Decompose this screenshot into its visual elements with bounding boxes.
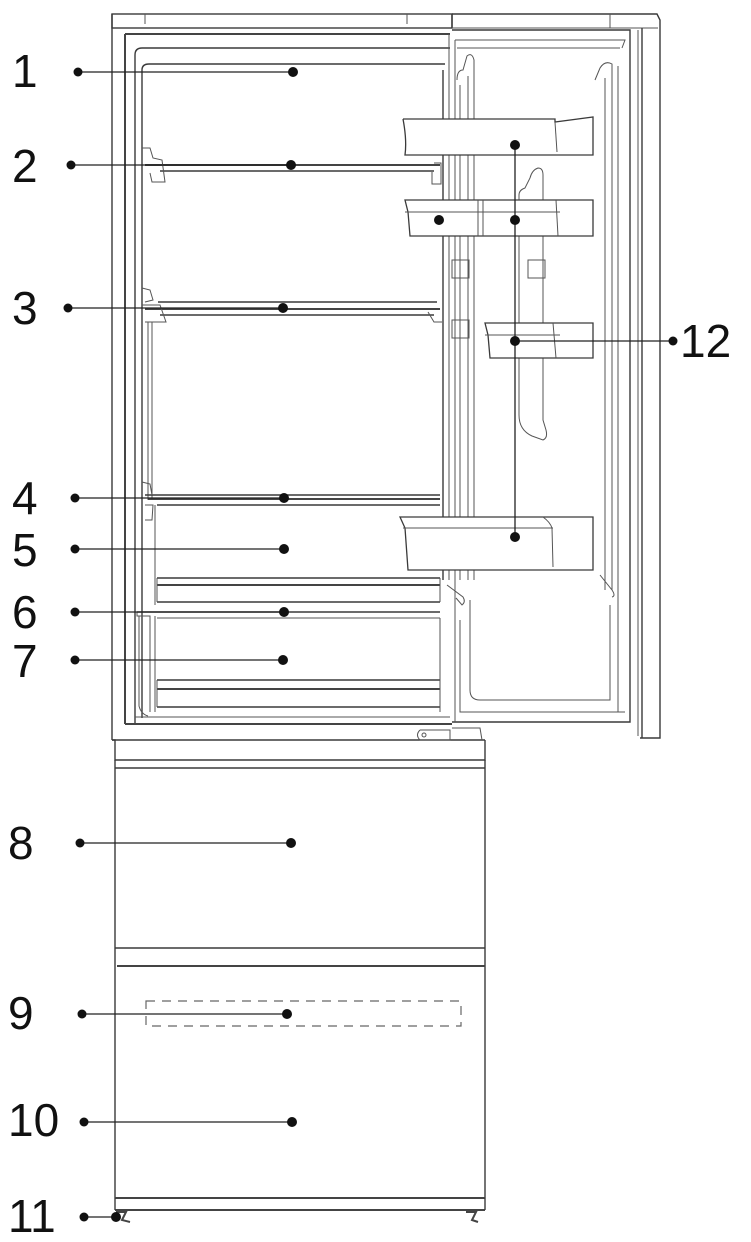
crisper-divider-cover — [136, 611, 440, 717]
callout-leaders — [63, 67, 678, 1222]
callout-number-10: 10 — [8, 1094, 60, 1146]
freezer-section — [114, 760, 486, 1223]
callout-number-6: 6 — [12, 586, 38, 638]
callout-number-11: 11 — [8, 1190, 56, 1242]
fridge-cabinet — [111, 13, 453, 740]
lower-glass-shelf — [141, 481, 440, 605]
callout-number-5: 5 — [12, 524, 38, 576]
upper-crisper-drawer — [156, 577, 441, 603]
callout-number-9: 9 — [8, 987, 34, 1039]
fridge-door-open — [446, 13, 661, 739]
middle-glass-shelf — [141, 287, 442, 500]
callout-number-3: 3 — [12, 282, 38, 334]
callout-number-7: 7 — [12, 635, 38, 687]
cabinet-base — [112, 723, 486, 761]
callout-number-4: 4 — [12, 472, 38, 524]
callout-number-2: 2 — [12, 140, 38, 192]
callout-number-8: 8 — [8, 817, 34, 869]
callout-number-1: 1 — [12, 45, 38, 97]
callout-number-12: 12 — [680, 315, 732, 367]
lower-crisper-drawer — [135, 618, 450, 718]
door-racks — [398, 116, 594, 571]
